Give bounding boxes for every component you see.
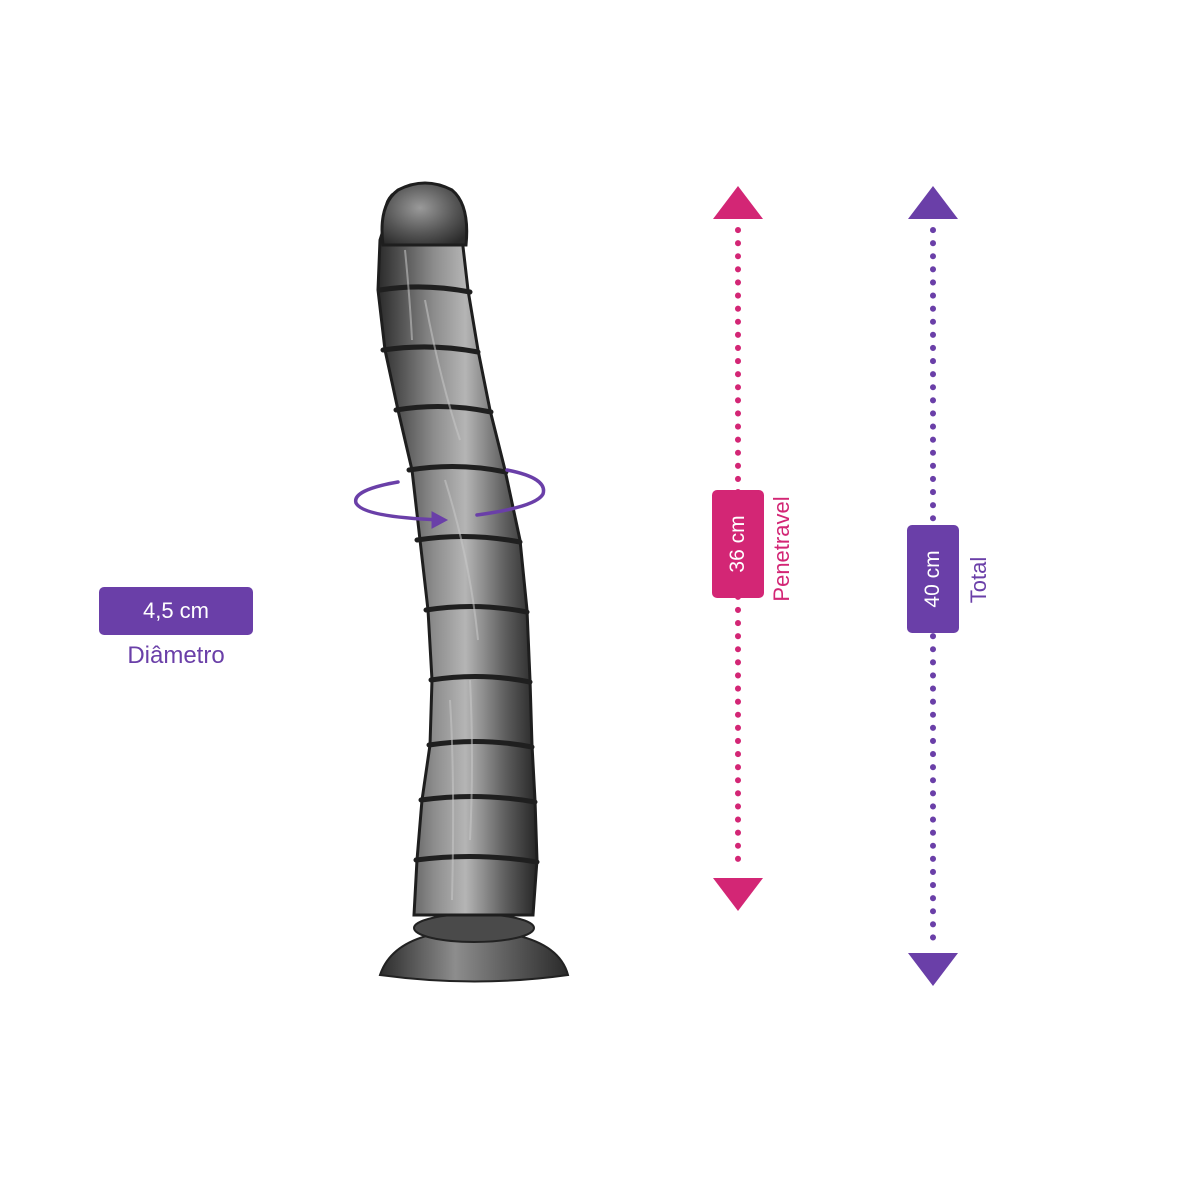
penetrable-value-badge: 36 cm xyxy=(712,490,764,598)
total-label-wrap: Total xyxy=(964,530,994,630)
total-value-badge: 40 cm xyxy=(907,525,959,633)
total-label: Total xyxy=(966,556,991,604)
penetrable-label-wrap: Penetravel xyxy=(767,480,797,618)
diameter-label: Diâmetro xyxy=(127,642,225,669)
penetrable-double-arrow-icon xyxy=(713,186,763,911)
penetrable-value: 36 cm xyxy=(726,515,749,573)
total-double-arrow-icon xyxy=(908,186,958,986)
product-shaft xyxy=(376,181,540,917)
rotation-arrow-icon xyxy=(354,468,546,529)
total-value: 40 cm xyxy=(921,550,944,608)
penetrable-label: Penetravel xyxy=(769,496,794,602)
suction-base xyxy=(378,913,570,983)
diameter-value-badge: 4,5 cm xyxy=(99,587,253,635)
